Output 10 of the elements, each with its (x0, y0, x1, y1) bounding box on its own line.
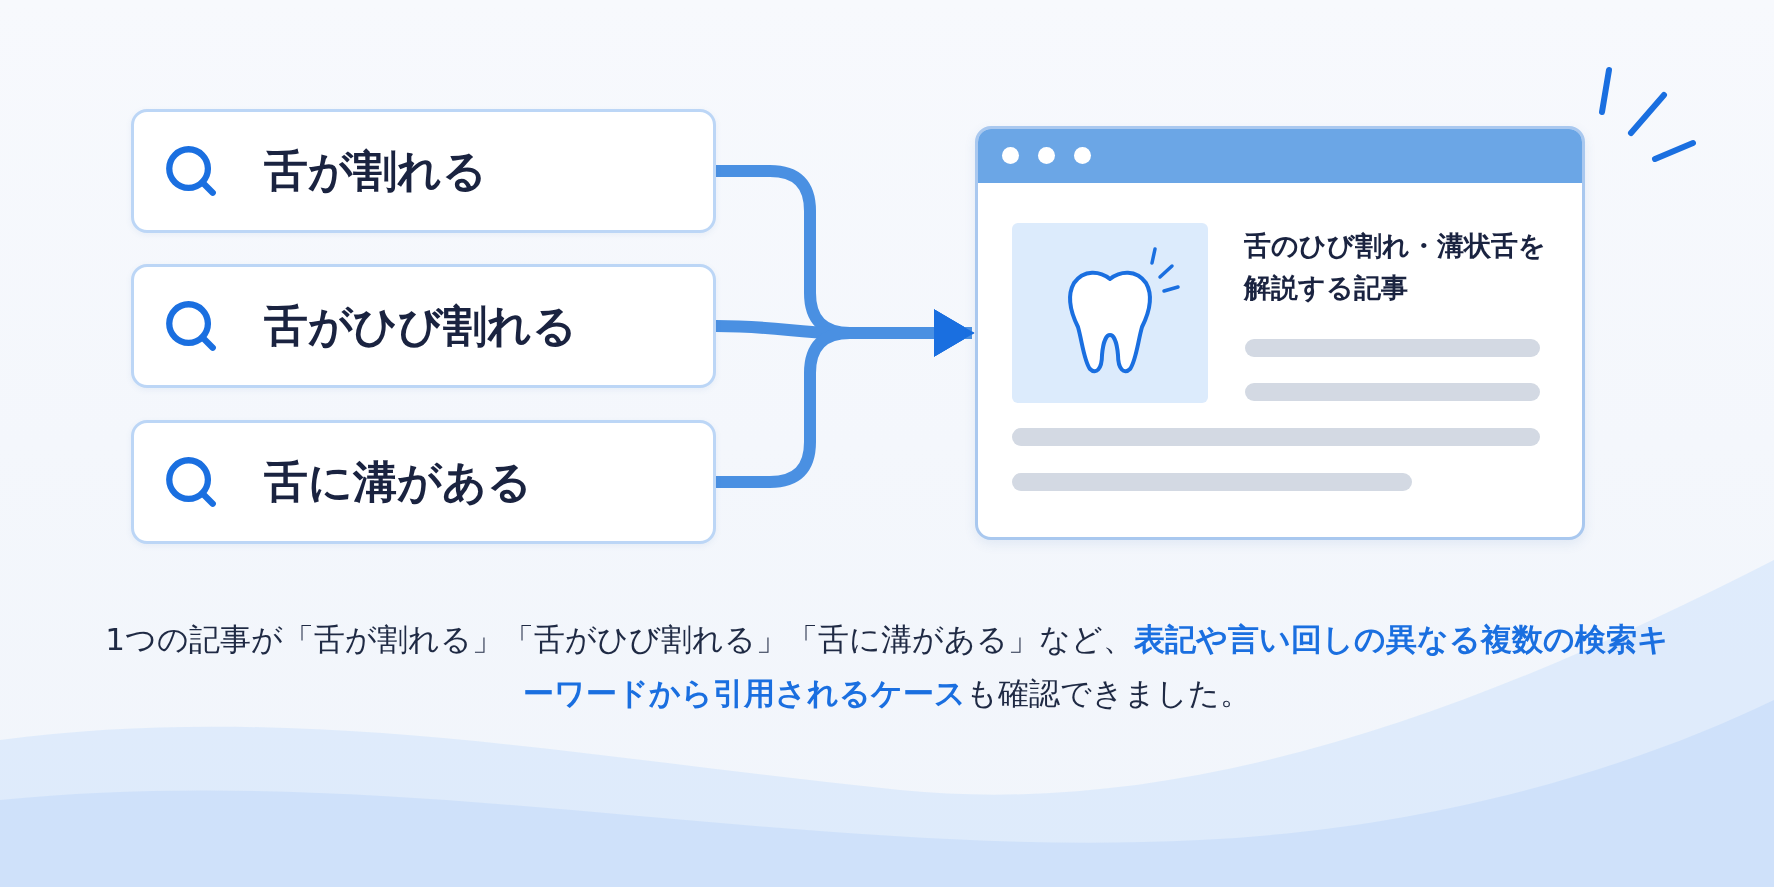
search-term: 舌がひび割れる (264, 298, 577, 353)
browser-window (975, 126, 1585, 540)
search-box (131, 420, 716, 544)
search-term: 舌に溝がある (264, 454, 532, 509)
article-title: 舌のひび割れ・溝状舌を解説する記事 (1244, 229, 1547, 305)
caption: 1つの記事が「舌が割れる」「舌がひび割れる」「舌に溝がある」など、表記や言い回しの異なる複数の検索キーワードから引用されるケースも確認できました。 (104, 620, 1670, 714)
search-term: 舌が割れる (264, 143, 487, 198)
arrow (716, 309, 975, 488)
search-box (131, 109, 716, 233)
search-box (131, 264, 716, 388)
